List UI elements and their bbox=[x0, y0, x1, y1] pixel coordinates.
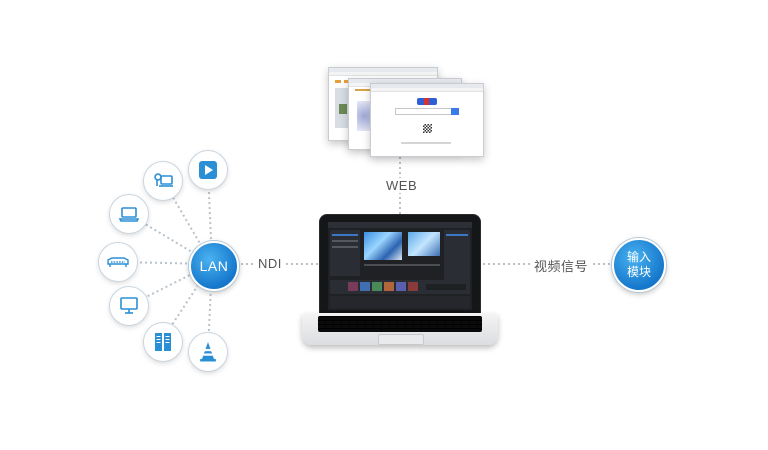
device-node-laptop bbox=[110, 195, 148, 233]
network-switch-icon bbox=[107, 257, 129, 267]
device-node-vlc bbox=[189, 333, 227, 371]
laptop-icon bbox=[118, 207, 140, 222]
video-signal-label: 视频信号 bbox=[532, 256, 591, 275]
device-node-play bbox=[189, 151, 227, 189]
search-button bbox=[451, 108, 459, 115]
input-module-line2: 模块 bbox=[626, 265, 651, 279]
search-logo bbox=[417, 98, 437, 105]
server-icon bbox=[155, 333, 171, 351]
lan-hub: LAN bbox=[189, 241, 239, 291]
laptop-keyboard bbox=[318, 316, 482, 332]
input-module-node: 输入 模块 bbox=[612, 238, 666, 292]
vlc-cone-icon bbox=[200, 342, 216, 362]
device-node-switch bbox=[99, 243, 137, 281]
lan-hub-label: LAN bbox=[199, 258, 229, 274]
camera-laptop-icon bbox=[154, 173, 173, 187]
qr-code bbox=[423, 124, 432, 133]
input-module-line1: 输入 bbox=[626, 250, 651, 264]
desktop-computer-icon bbox=[120, 297, 138, 314]
laptop-trackpad bbox=[378, 334, 424, 345]
laptop-screen bbox=[328, 222, 472, 310]
browser-window-front bbox=[370, 83, 484, 157]
search-box bbox=[395, 108, 453, 115]
play-icon bbox=[199, 161, 217, 179]
ndi-label: NDI bbox=[256, 256, 284, 271]
laptop bbox=[320, 215, 480, 315]
laptop-base bbox=[302, 313, 498, 345]
device-node-desktop bbox=[110, 287, 148, 325]
device-node-camera-laptop bbox=[144, 162, 182, 200]
device-node-server bbox=[144, 323, 182, 361]
web-label: WEB bbox=[384, 178, 420, 193]
